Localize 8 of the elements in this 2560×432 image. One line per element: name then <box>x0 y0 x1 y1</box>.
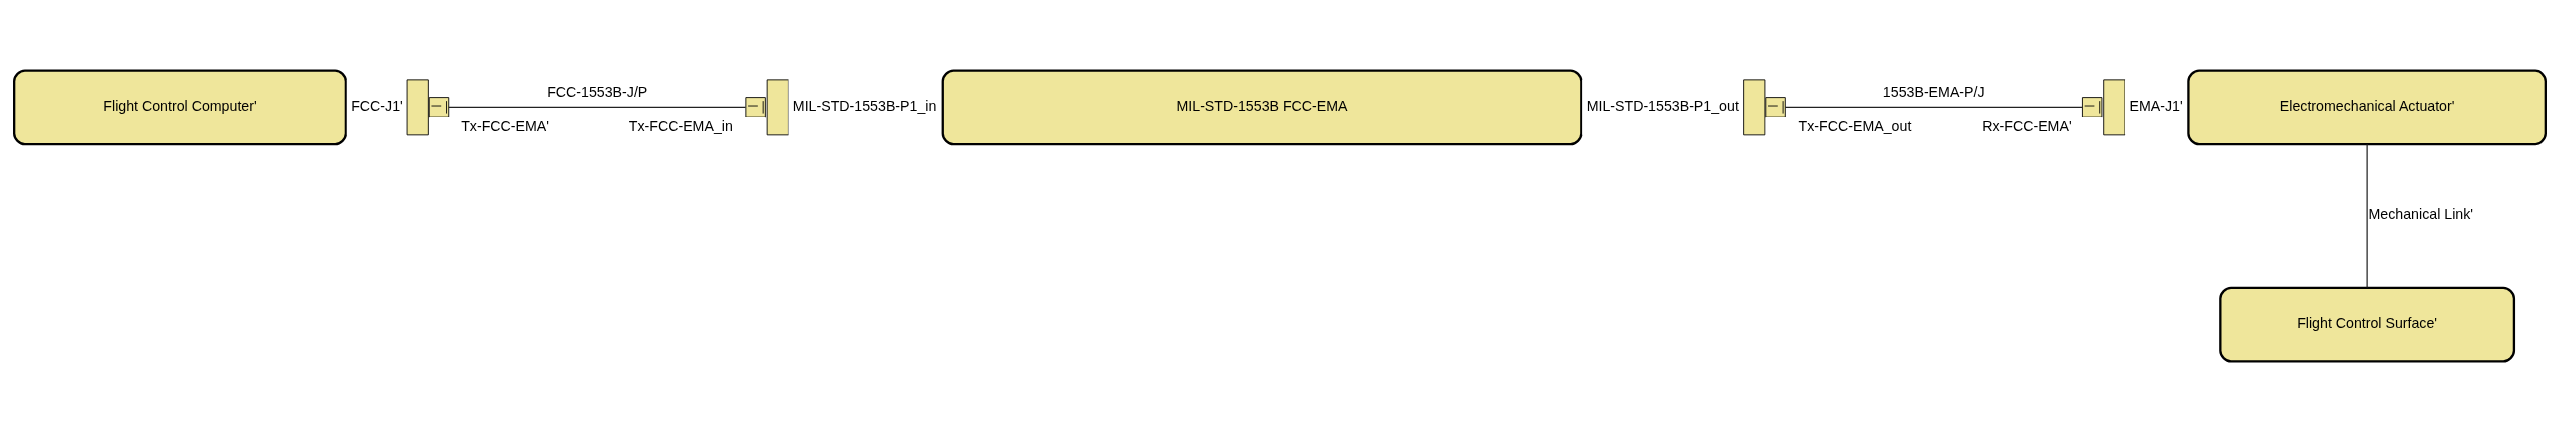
connector <box>448 106 747 108</box>
edge-label: Mechanical Link' <box>2368 206 2474 223</box>
node-box: Flight Control Computer' <box>13 69 348 146</box>
connector <box>2366 143 2368 289</box>
node-box: MIL-STD-1553B FCC-EMA <box>941 69 1583 146</box>
node-box: Electromechanical Actuator' <box>2187 69 2547 146</box>
connector <box>1784 106 2083 108</box>
node-box: Flight Control Surface' <box>2219 286 2516 363</box>
